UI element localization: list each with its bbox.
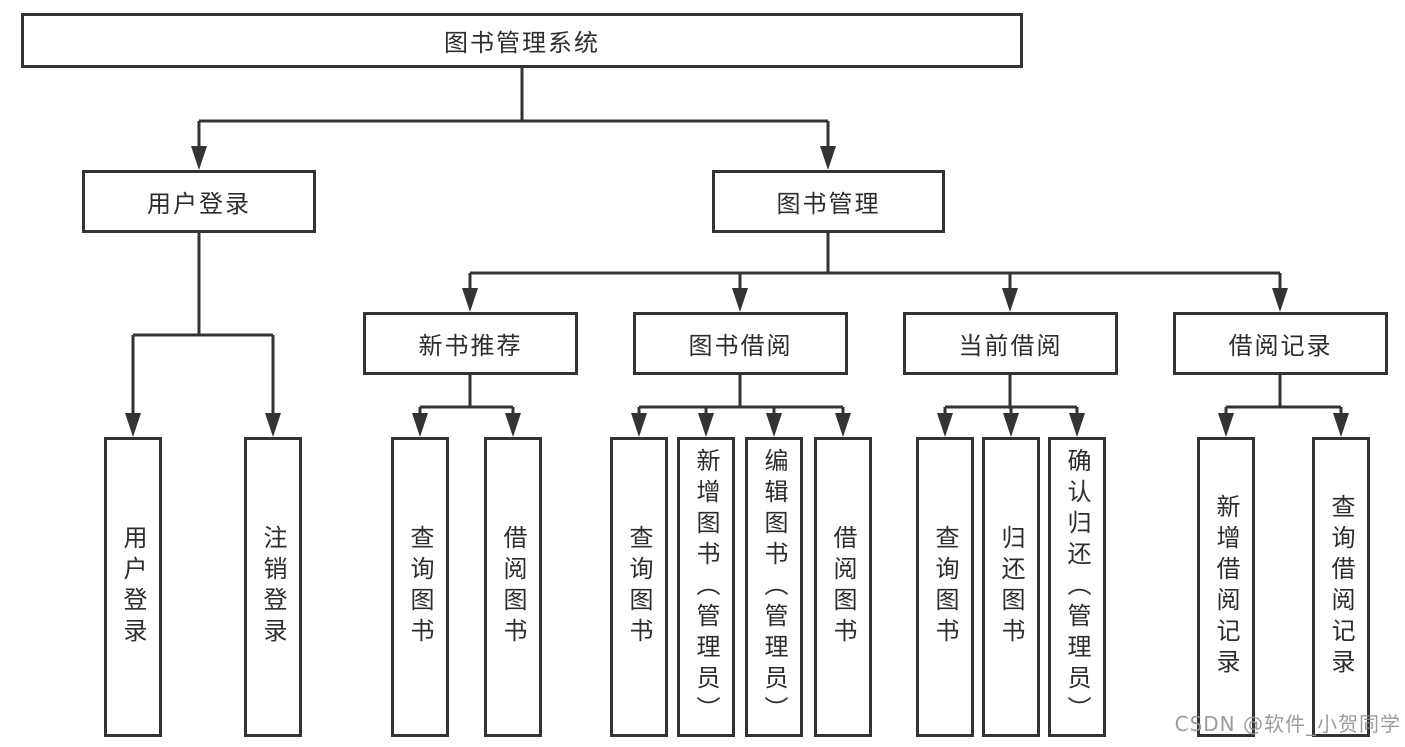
node-book-management-label: 图书管理 xyxy=(776,190,881,218)
leaf-query-books-recommend-label: 查询图书 xyxy=(406,525,434,649)
leaf-add-borrow-record-label: 新增借阅记录 xyxy=(1212,494,1240,680)
leaf-borrow-books-recommend-label: 借阅图书 xyxy=(499,525,527,649)
leaf-logout: 注销登录 xyxy=(244,437,302,737)
leaf-add-borrow-record: 新增借阅记录 xyxy=(1197,437,1255,737)
leaf-borrow-books-borrowing: 借阅图书 xyxy=(814,437,872,737)
leaf-query-books-current-label: 查询图书 xyxy=(931,525,959,649)
leaf-return-books: 归还图书 xyxy=(982,437,1040,737)
leaf-add-book-admin-label: 新增图书（管理员） xyxy=(692,447,720,727)
node-root: 图书管理系统 xyxy=(21,13,1023,68)
leaf-query-books-borrowing: 查询图书 xyxy=(610,437,668,737)
leaf-borrow-books-recommend: 借阅图书 xyxy=(484,437,542,737)
leaf-query-borrow-record: 查询借阅记录 xyxy=(1312,437,1370,737)
leaf-user-login-label: 用户登录 xyxy=(119,525,147,649)
node-user-login: 用户登录 xyxy=(82,170,316,233)
leaf-query-books-recommend: 查询图书 xyxy=(391,437,449,737)
leaf-return-books-label: 归还图书 xyxy=(997,525,1025,649)
leaf-confirm-return-admin: 确认归还（管理员） xyxy=(1048,437,1106,737)
leaf-borrow-books-borrowing-label: 借阅图书 xyxy=(829,525,857,649)
node-current-borrowing-label: 当前借阅 xyxy=(958,332,1063,360)
leaf-add-book-admin: 新增图书（管理员） xyxy=(677,437,735,737)
node-root-label: 图书管理系统 xyxy=(444,29,600,57)
node-current-borrowing: 当前借阅 xyxy=(903,312,1118,375)
leaf-user-login: 用户登录 xyxy=(104,437,162,737)
leaf-logout-label: 注销登录 xyxy=(259,525,287,649)
leaf-edit-book-admin-label: 编辑图书（管理员） xyxy=(760,447,788,727)
node-book-borrowing-label: 图书借阅 xyxy=(688,332,793,360)
node-borrowing-records: 借阅记录 xyxy=(1173,312,1388,375)
leaf-edit-book-admin: 编辑图书（管理员） xyxy=(745,437,803,737)
leaf-query-books-borrowing-label: 查询图书 xyxy=(625,525,653,649)
watermark: CSDN @软件_小贺同学 xyxy=(1174,712,1401,736)
leaf-query-borrow-record-label: 查询借阅记录 xyxy=(1327,494,1355,680)
leaf-confirm-return-admin-label: 确认归还（管理员） xyxy=(1063,447,1091,727)
node-new-book-recommend-label: 新书推荐 xyxy=(418,332,523,360)
node-new-book-recommend: 新书推荐 xyxy=(363,312,578,375)
node-book-borrowing: 图书借阅 xyxy=(633,312,848,375)
node-book-management: 图书管理 xyxy=(712,170,945,233)
node-borrowing-records-label: 借阅记录 xyxy=(1228,332,1333,360)
arrowhead-icons xyxy=(125,146,1349,437)
node-user-login-label: 用户登录 xyxy=(147,190,251,218)
leaf-query-books-current: 查询图书 xyxy=(916,437,974,737)
